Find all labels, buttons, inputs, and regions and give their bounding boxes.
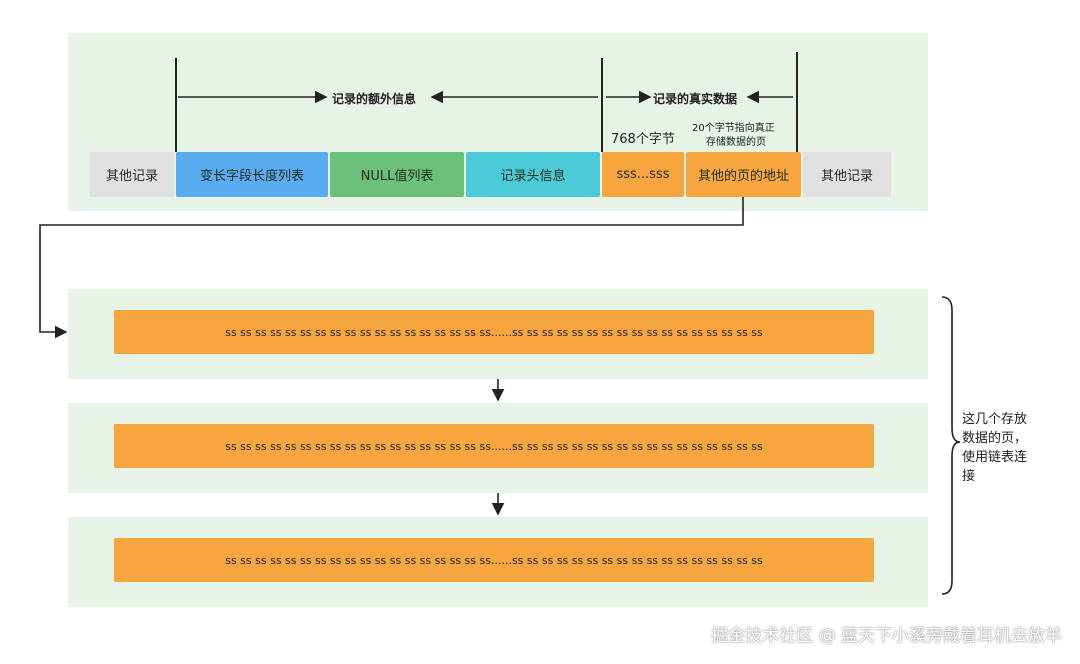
page-data-bar-2: ss ss ss ss ss ss ss ss ss ss ss ss ss s… <box>114 424 874 468</box>
cell-other-record-right: 其他记录 <box>803 152 891 197</box>
page-data-bar-1: ss ss ss ss ss ss ss ss ss ss ss ss ss s… <box>114 310 874 354</box>
cell-other-record-left: 其他记录 <box>90 152 174 197</box>
real-data-label: 记录的真实数据 <box>653 92 738 106</box>
boundary-line-left <box>175 58 177 152</box>
cell-data-prefix: sss...sss <box>602 152 684 197</box>
cell-page-address: 其他的页的地址 <box>686 152 801 197</box>
page-data-bar-3: ss ss ss ss ss ss ss ss ss ss ss ss ss s… <box>114 538 874 582</box>
page-address-connector <box>39 197 744 339</box>
extra-info-label: 记录的额外信息 <box>332 92 417 106</box>
cell-null-list: NULL值列表 <box>330 152 464 197</box>
cell-record-header: 记录头信息 <box>466 152 600 197</box>
boundary-line-right <box>796 52 798 152</box>
brace-note: 这几个存放数据的页，使用链表连接 <box>962 412 1028 484</box>
watermark: 掘金技术社区 @ 蓝天下小溪旁戴着耳机去放羊 <box>711 626 1062 646</box>
right-brace <box>941 296 961 595</box>
pointer-label-line1: 20个字节指向真正 <box>692 123 775 134</box>
pointer-label-line2: 存储数据的页 <box>706 137 766 148</box>
cell-variable-length-list: 变长字段长度列表 <box>176 152 328 197</box>
bytes-label: 768个字节 <box>611 132 675 147</box>
boundary-line-middle <box>601 58 603 152</box>
